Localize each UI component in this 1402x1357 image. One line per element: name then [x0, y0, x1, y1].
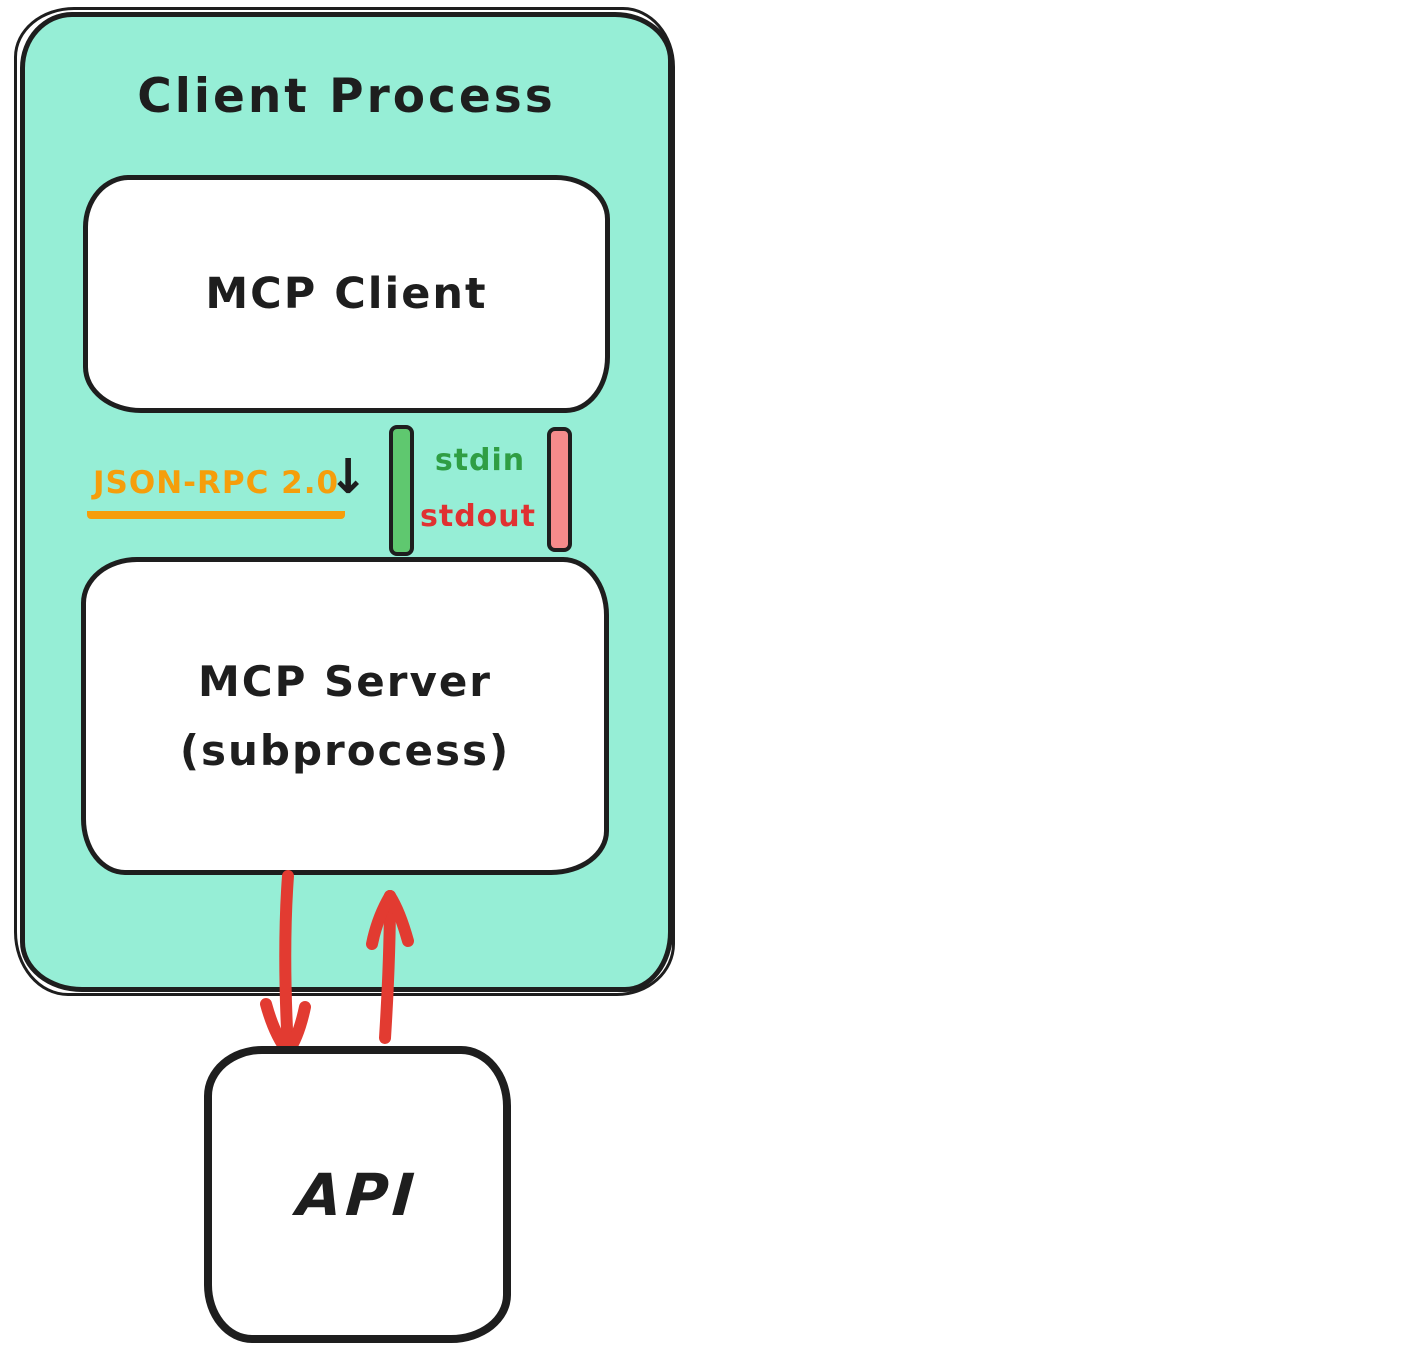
- mcp-server-label-line2: (subprocess): [179, 726, 511, 775]
- client-process-box: Client Process MCP Client JSON-RPC 2.0 ↓…: [14, 7, 675, 996]
- mcp-server-label-line1: MCP Server: [197, 656, 493, 706]
- mcp-client-box: MCP Client: [83, 175, 610, 413]
- client-process-title: Client Process: [137, 69, 556, 124]
- api-label: API: [294, 1160, 421, 1229]
- stdin-pipe-bar: [389, 425, 414, 556]
- mcp-client-label: MCP Client: [205, 269, 488, 319]
- stdin-label: stdin: [434, 443, 526, 478]
- mcp-server-box: MCP Server (subprocess): [81, 557, 609, 875]
- json-rpc-label: JSON-RPC 2.0: [87, 465, 346, 519]
- down-arrow-icon: ↓: [328, 449, 369, 505]
- api-box: API: [204, 1046, 511, 1343]
- stdout-label: stdout: [420, 499, 536, 534]
- stdout-pipe-bar: [547, 427, 572, 552]
